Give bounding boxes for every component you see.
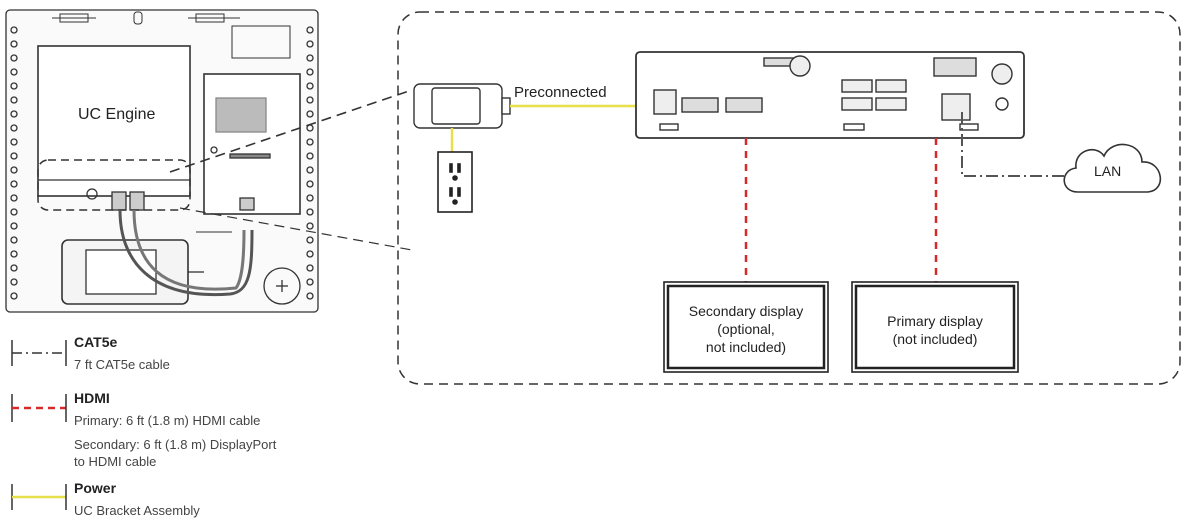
bracket-assembly: [5, 9, 319, 313]
uc-engine-box: [37, 45, 191, 211]
extender-box: [203, 73, 301, 215]
legend-cat5e-title: CAT5e: [74, 334, 118, 350]
legend-hdmi-desc-2: Secondary: 6 ft (1.8 m) DisplayPort: [74, 437, 277, 452]
legend-hdmi-desc-3: to HDMI cable: [74, 454, 157, 469]
uc-engine-rear: [635, 51, 1025, 139]
primary-display-line-1: Primary display: [887, 313, 983, 329]
detail-frame: [397, 11, 1181, 385]
top-connectors: [52, 11, 291, 59]
legend-hdmi-desc-1: Primary: 6 ft (1.8 m) HDMI cable: [74, 413, 261, 428]
legend-cat5e-symbol: [11, 340, 67, 366]
power-brick: [61, 239, 204, 305]
secondary-display-box: [663, 281, 829, 373]
uc-engine-label: UC Engine: [78, 106, 156, 123]
lan-cloud: [1063, 143, 1162, 193]
primary-display-line-2: (not included): [892, 331, 978, 347]
zoom-line-top: [169, 89, 413, 173]
secondary-display-line-2: (optional,: [717, 321, 775, 337]
legend-hdmi-title: HDMI: [74, 390, 110, 406]
legend-hdmi-symbol: [11, 394, 67, 422]
primary-display-box: [851, 281, 1019, 373]
power-adapter: [413, 83, 511, 129]
legend-power-title: Power: [74, 480, 117, 496]
secondary-display-line-3: not included): [705, 339, 787, 355]
cat5e-line: [961, 112, 1066, 177]
zoom-line-bottom: [179, 207, 413, 251]
secondary-display-label: Secondary display (optional, not include…: [668, 302, 824, 356]
legend-power-desc: UC Bracket Assembly: [74, 503, 200, 518]
preconnected-label: Preconnected: [514, 84, 607, 101]
bracket-mount-holes-right: [306, 26, 314, 300]
secondary-display-line-1: Secondary display: [688, 303, 804, 319]
legend-cat5e-desc: 7 ft CAT5e cable: [74, 357, 170, 372]
primary-display-label: Primary display (not included): [856, 312, 1014, 348]
bracket-mount-holes-left: [10, 26, 18, 300]
legend-power-symbol: [11, 484, 67, 510]
lan-label: LAN: [1094, 163, 1122, 179]
wall-outlet: [437, 151, 473, 213]
port-highlight: [37, 159, 191, 211]
